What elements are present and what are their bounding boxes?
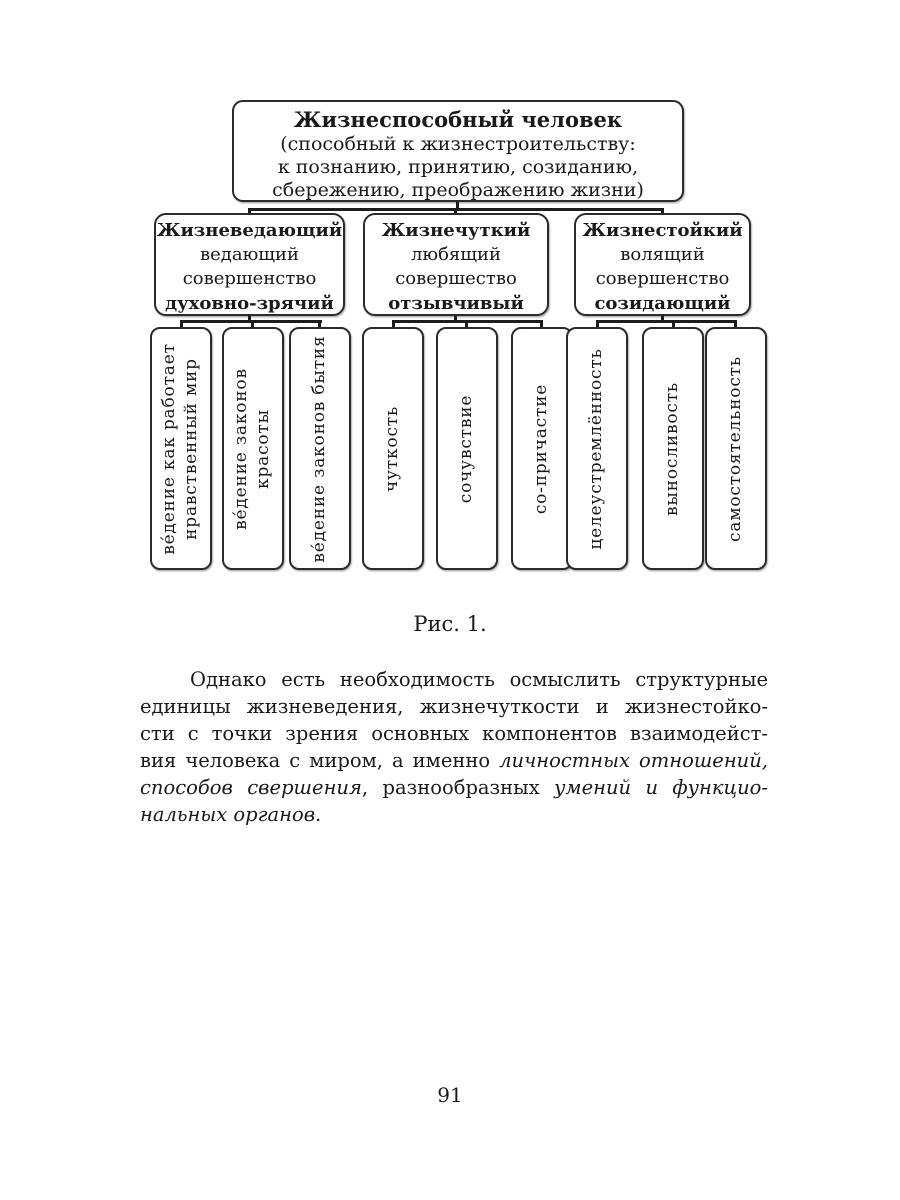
leaf-label: сочувствие (436, 327, 498, 570)
leaf-label: ве́дение законов красоты (222, 327, 284, 570)
connector-line (318, 320, 321, 328)
paragraph-run-italic: личностных отношений, (499, 749, 768, 772)
leaf-label: чуткость (362, 327, 424, 570)
paragraph-line: Однако есть необходимость осмыслить стру… (140, 666, 768, 693)
leaf-label-line: нравственный мир (181, 357, 201, 540)
leaf-label: со-причастие (511, 327, 573, 570)
connector-line (454, 208, 457, 215)
leaf-label-line: ве́дение законов (231, 367, 252, 530)
connector-line (661, 316, 664, 322)
paragraph-run: Однако есть необходимость осмыслить стру… (190, 668, 768, 691)
leaf-label-line: сочувствие (456, 394, 477, 503)
root-box-title: Жизнеспособный человек (293, 107, 623, 132)
paragraph-line: нальных органов. (140, 801, 768, 828)
leaf-label: ве́дение как работает нравственный мир (150, 327, 212, 570)
paragraph-line: вия человека с миром, а именно личностны… (140, 747, 768, 774)
branch-box-zhiznestoykiy: Жизнестойкий волящий совершенство созида… (574, 213, 751, 316)
page-number: 91 (437, 1083, 463, 1107)
branch-line: любящий (410, 244, 502, 265)
root-box: Жизнеспособный человек (способный к жизн… (232, 100, 684, 202)
paragraph-line: единицы жизневедения, жизнечуткости и жи… (140, 693, 768, 720)
connector-line (734, 320, 737, 328)
leaf-label: ве́дение законов бытия (289, 327, 351, 570)
connector-line (596, 320, 599, 328)
paragraph-run-italic: нальных органов. (140, 803, 322, 826)
connector-line (465, 320, 468, 328)
branch-title: Жизнестойкий (582, 220, 743, 241)
leaf-label-line: чуткость (382, 405, 403, 492)
figure-caption: Рис. 1. (413, 612, 487, 636)
branch-subtitle: созидающий (594, 293, 731, 314)
leaf-label-line: красоты (253, 408, 273, 489)
connector-line (180, 320, 183, 328)
connector-line (661, 208, 664, 215)
branch-subtitle: отзывчивый (388, 293, 524, 314)
branch-line: волящий (620, 244, 705, 265)
leaf-box-vynoslivost: выносливость (642, 327, 704, 570)
branch-box-zhiznechutkiy: Жизнечуткий любящий совершество отзывчив… (363, 213, 549, 316)
paragraph-run-italic: умений и функцио- (554, 776, 768, 799)
connector-line (540, 320, 543, 328)
leaf-box-vedenie-nravstvennyi-mir: ве́дение как работает нравственный мир (150, 327, 212, 570)
leaf-label-line: ве́дение как работает (159, 342, 180, 555)
leaf-label-line: ве́дение законов бытия (309, 334, 330, 563)
connector-line (454, 316, 457, 322)
leaf-box-sochuvstvie: сочувствие (436, 327, 498, 570)
connector-line (672, 320, 675, 328)
branch-title: Жизнечуткий (381, 220, 531, 241)
leaf-label-line: выносливость (662, 381, 683, 516)
leaf-label-line: целеустремлённость (586, 347, 607, 550)
paragraph-run: вия человека с миром, а именно (140, 749, 500, 772)
connector-line (251, 320, 254, 328)
branch-line: совершенство (595, 268, 730, 289)
connector-line (248, 316, 251, 322)
leaf-label: целеустремлённость (566, 327, 628, 570)
branch-box-zhiznevedayushchiy: Жизневедающий ведающий совершенство духо… (154, 213, 345, 316)
branch-title: Жизневедающий (156, 220, 343, 241)
connector-line (392, 320, 395, 328)
connector-line (248, 208, 251, 215)
paragraph-line: способов свершения, разнообразных умений… (140, 774, 768, 801)
branch-line: совершество (395, 268, 517, 289)
body-paragraph: Однако есть необходимость осмыслить стру… (140, 666, 768, 828)
leaf-label: выносливость (642, 327, 704, 570)
root-box-subline-2: к познанию, принятию, созиданию, (277, 156, 639, 178)
connector-line (596, 320, 736, 323)
leaf-label-line: со-причастие (531, 383, 552, 514)
branch-subtitle: духовно-зрячий (165, 293, 334, 314)
paragraph-run: , разнообразных (361, 776, 555, 799)
paragraph-run: сти с точки зрения основных компонентов … (140, 722, 768, 745)
leaf-box-samostoyatelnost: самостоятельность (705, 327, 767, 570)
paragraph-run-italic: способов свершения (140, 776, 362, 799)
connector-line (456, 202, 459, 210)
paragraph-run: единицы жизневедения, жизнечуткости и жи… (140, 695, 768, 718)
leaf-box-vedenie-zakonov-krasoty: ве́дение законов красоты (222, 327, 284, 570)
root-box-subline-3: сбережению, преображению жизни) (272, 179, 644, 201)
figure-1-diagram: Жизнеспособный человек (способный к жизн… (146, 100, 770, 572)
paragraph-line: сти с точки зрения основных компонентов … (140, 720, 768, 747)
leaf-box-chutkost: чуткость (362, 327, 424, 570)
leaf-label-line: самостоятельность (725, 355, 746, 542)
leaf-box-vedenie-zakonov-bytiya: ве́дение законов бытия (289, 327, 351, 570)
branch-line: ведающий (200, 244, 299, 265)
leaf-box-so-prichastie: со-причастие (511, 327, 573, 570)
root-box-subline-1: (способный к жизнестроительству: (280, 133, 636, 155)
branch-line: совершенство (182, 268, 317, 289)
leaf-label: самостоятельность (705, 327, 767, 570)
leaf-box-tseleustremlyonnost: целеустремлённость (566, 327, 628, 570)
